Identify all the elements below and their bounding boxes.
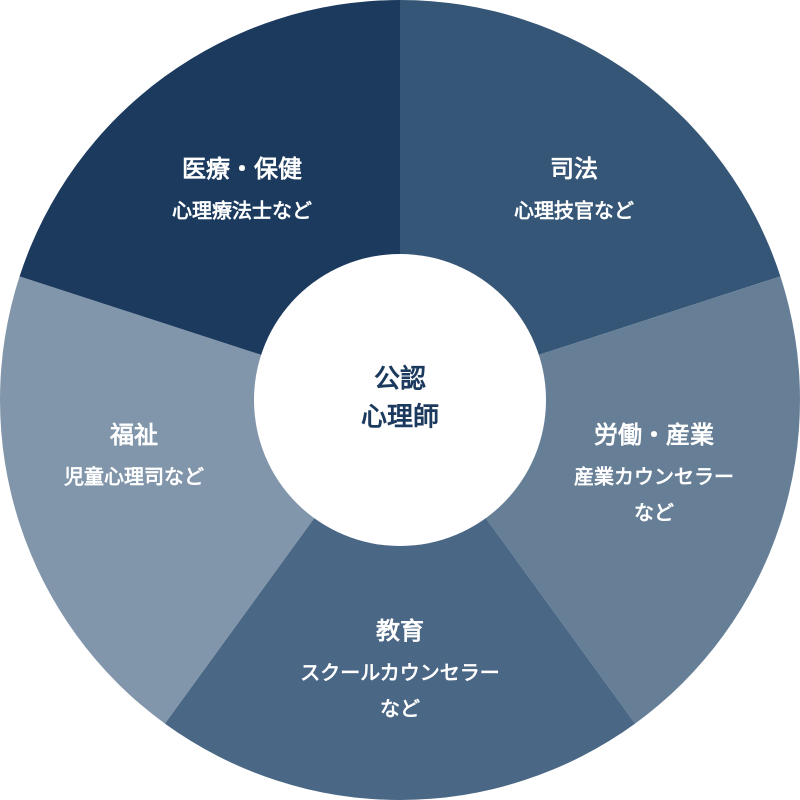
segment-subtitle-judicial-1: 心理技官など <box>514 199 634 223</box>
labels-layer: 司法心理技官など労働・産業産業カウンセラーなど教育スクールカウンセラーなど福祉児… <box>63 155 734 721</box>
segment-subtitle-education-1: スクールカウンセラー <box>300 661 499 685</box>
segment-subtitle-education-2: など <box>380 697 420 721</box>
center-label-line-2: 心理師 <box>361 403 439 433</box>
segment-title-welfare: 福祉 <box>109 421 158 449</box>
segment-title-medical: 医療・保健 <box>182 155 302 183</box>
segment-title-education: 教育 <box>376 617 424 645</box>
segment-subtitle-welfare-1: 児童心理司など <box>63 465 204 489</box>
segment-title-labor: 労働・産業 <box>594 421 714 449</box>
segment-title-judicial: 司法 <box>550 155 598 183</box>
segment-subtitle-labor-1: 産業カウンセラー <box>574 465 734 489</box>
segment-education <box>164 400 636 800</box>
segment-subtitle-labor-2: など <box>634 501 674 525</box>
center-circle <box>254 254 546 546</box>
center-label-line-1: 公認 <box>374 364 426 395</box>
segment-subtitle-medical-1: 心理療法士など <box>172 199 312 223</box>
